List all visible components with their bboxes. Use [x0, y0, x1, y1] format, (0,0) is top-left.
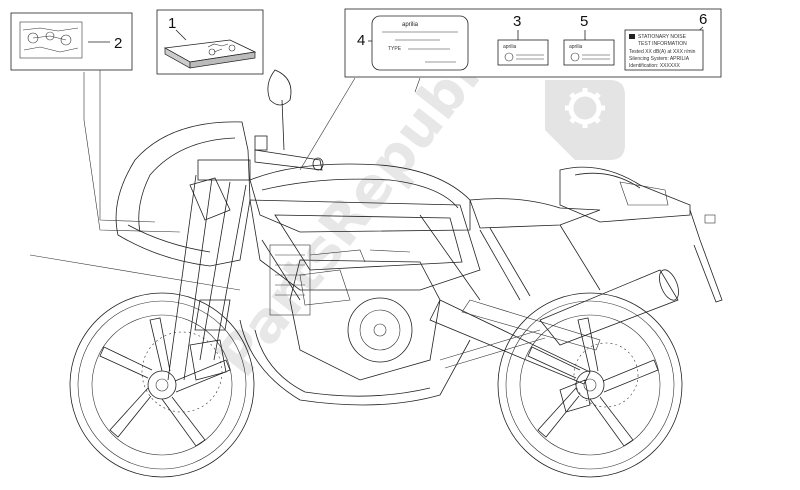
belly-fairing — [239, 319, 471, 406]
plate6-line5: Identification: XXXXXX — [629, 63, 681, 69]
part-box-2: 2 — [10, 12, 133, 71]
plate6-line3: Tested XX dB(A) at XXX r/min — [629, 49, 696, 55]
plate6-line2: TEST INFORMATION — [638, 41, 687, 47]
callout-3: 3 — [513, 13, 521, 30]
owner-manual-icon — [163, 39, 257, 69]
plate6-line1: STATIONARY NOISE — [638, 34, 687, 40]
callout-1: 1 — [168, 15, 176, 32]
motorcycle-illustration — [69, 69, 723, 478]
rear-shock — [479, 224, 601, 301]
exhaust — [439, 269, 679, 369]
noise-plate-6: STATIONARY NOISE TEST INFORMATION Tested… — [624, 29, 704, 71]
mirror — [267, 69, 292, 151]
decal-3: aprilia — [497, 39, 549, 66]
seat-and-tail — [469, 166, 691, 229]
plate5-brand: aprilia — [569, 44, 583, 50]
rear-wheel — [497, 292, 683, 478]
engine — [269, 244, 441, 381]
front-wheel — [69, 292, 255, 478]
rear-brake-caliper — [559, 379, 591, 413]
front-brake-caliper — [189, 339, 227, 381]
handlebar — [254, 135, 324, 171]
license-bracket — [689, 209, 723, 303]
callout-4: 4 — [357, 32, 365, 49]
plate4-brand: aprilia — [402, 22, 419, 28]
plate4-type: TYPE — [388, 46, 402, 52]
frame-and-tank — [249, 163, 481, 301]
callout-2: 2 — [114, 35, 122, 52]
part-box-1: 1 — [156, 9, 264, 75]
callout-6: 6 — [699, 11, 707, 28]
gear-icon — [545, 80, 625, 160]
plate3-brand: aprilia — [503, 44, 517, 50]
wiring-sticker-icon — [19, 21, 83, 59]
plate6-line4: Silencing System: APRILIA — [629, 56, 690, 62]
swingarm — [429, 299, 601, 385]
part-box-labels: 4 aprilia TYPE 3 aprilia 5 aprilia — [344, 8, 722, 78]
callout-5: 5 — [580, 13, 588, 30]
type-plate-4: aprilia TYPE — [371, 15, 469, 71]
front-fairing — [115, 121, 251, 267]
decal-5: aprilia — [563, 39, 615, 66]
